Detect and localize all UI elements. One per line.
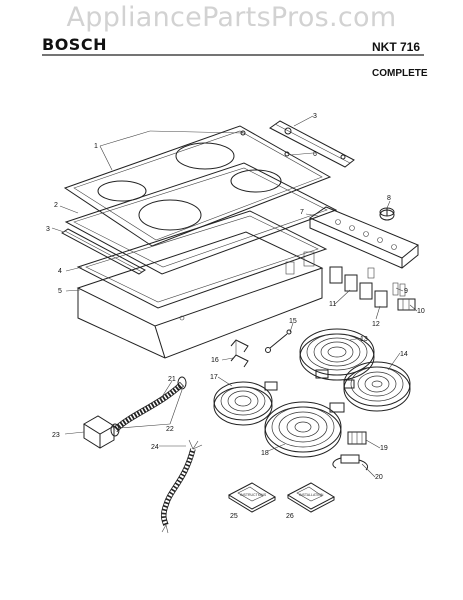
model-number: NKT 716 <box>372 40 421 54</box>
callout-18: 18 <box>261 450 269 457</box>
control-panel <box>308 206 419 269</box>
callout-26: 26 <box>286 513 294 520</box>
callout-19: 19 <box>380 445 388 452</box>
callout-3-top: 3 <box>313 113 317 120</box>
power-cable <box>160 439 203 534</box>
callout-16: 16 <box>211 357 219 364</box>
control-knob <box>379 207 395 221</box>
callout-4: 4 <box>58 268 62 275</box>
callout-15: 15 <box>289 318 297 325</box>
callout-17: 17 <box>210 374 218 381</box>
callout-24: 24 <box>151 444 159 451</box>
manual-26: INSTALLATION <box>286 482 336 513</box>
callout-2: 2 <box>54 202 58 209</box>
glass-top <box>63 125 332 247</box>
callout-1: 1 <box>94 143 98 150</box>
callout-8: 8 <box>387 195 391 202</box>
sensor <box>265 329 292 353</box>
housing-tray <box>76 231 324 359</box>
callout-23: 23 <box>52 432 60 439</box>
manual-25: INSTRUCTIONS <box>227 482 277 513</box>
callout-3-left: 3 <box>46 226 50 233</box>
callout-12: 12 <box>372 321 380 328</box>
terminal-block <box>347 431 367 445</box>
callout-7: 7 <box>300 209 304 216</box>
side-trim-strip <box>61 228 146 275</box>
radiant-element-14 <box>343 361 411 412</box>
clips <box>230 339 249 368</box>
manual-26-title: INSTALLATION <box>299 493 324 497</box>
radiant-element-13 <box>299 328 375 381</box>
gasket <box>76 210 328 309</box>
strain-relief-box <box>83 415 115 449</box>
manual-25-title: INSTRUCTIONS <box>240 493 267 497</box>
leader-lines <box>51 115 418 478</box>
flex-conduit <box>110 376 187 437</box>
callout-6: 6 <box>313 151 317 158</box>
rear-trim-strip <box>269 120 355 168</box>
callout-22: 22 <box>166 426 174 433</box>
switches <box>329 266 416 311</box>
callout-9: 9 <box>404 288 408 295</box>
callout-25: 25 <box>230 513 238 520</box>
brand-logo: BOSCH <box>42 35 107 54</box>
callout-13: 13 <box>360 336 368 343</box>
callout-10: 10 <box>417 308 425 315</box>
callout-labels: 1 2 3 3 4 5 6 7 8 9 10 11 12 13 14 15 16… <box>46 113 425 520</box>
callout-21: 21 <box>168 376 176 383</box>
radiant-element-17 <box>213 381 278 426</box>
callout-11: 11 <box>329 301 336 308</box>
radiant-element-18 <box>264 401 345 458</box>
wire-harness <box>332 454 369 471</box>
callout-14: 14 <box>400 351 408 358</box>
callout-5: 5 <box>58 288 62 295</box>
subtitle: COMPLETE <box>372 68 428 79</box>
callout-20: 20 <box>375 474 383 481</box>
